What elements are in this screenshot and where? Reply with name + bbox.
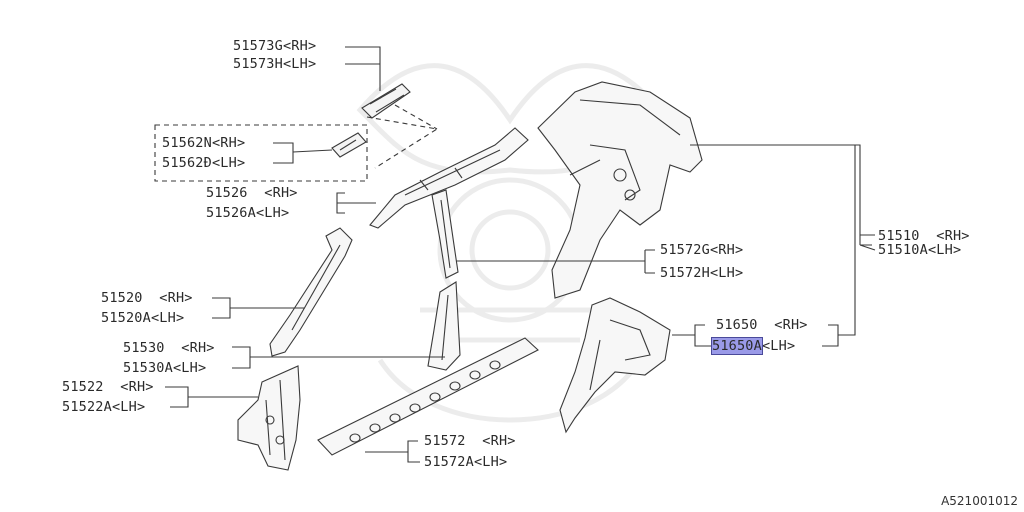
- part-51562-clip: [331, 132, 367, 158]
- highlighted-part-51650a[interactable]: 51650A: [711, 337, 763, 355]
- part-51530-pillar: [427, 281, 461, 371]
- label-51526a: 51526A<LH>: [206, 205, 290, 221]
- label-51522a: 51522A<LH>: [62, 399, 146, 415]
- label-51520: 51520 <RH>: [101, 290, 193, 306]
- label-51572: 51572 <RH>: [424, 433, 516, 449]
- dashed-guide: [366, 104, 439, 169]
- label-51572h: 51572H<LH>: [660, 265, 744, 281]
- leader-lines: [165, 46, 876, 463]
- dashed-group-box: [154, 124, 368, 182]
- label-51522: 51522 <RH>: [62, 379, 154, 395]
- label-51573h: 51573H<LH>: [233, 56, 317, 72]
- label-51650a[interactable]: 51650A<LH>: [711, 337, 796, 355]
- label-51572g: 51572G<RH>: [660, 242, 744, 258]
- part-51510-quarter: [537, 81, 703, 299]
- label-51573g: 51573G<RH>: [233, 38, 317, 54]
- label-51530: 51530 <RH>: [123, 340, 215, 356]
- figure-code: A521001012: [941, 494, 1018, 508]
- part-51526-rail: [369, 127, 529, 229]
- part-51650-wheelhouse: [559, 297, 671, 434]
- label-51650a-side: <LH>: [761, 338, 796, 354]
- label-51562n: 51562N<RH>: [162, 135, 246, 151]
- part-51520-pillar: [269, 227, 353, 357]
- label-51650: 51650 <RH>: [716, 317, 808, 333]
- part-51572-sill: [317, 337, 539, 456]
- part-51573-clip: [361, 83, 411, 119]
- part-51572g-pillar: [431, 189, 459, 279]
- part-51522-pillar: [237, 365, 301, 471]
- label-51572a: 51572A<LH>: [424, 454, 508, 470]
- label-51526: 51526 <RH>: [206, 185, 298, 201]
- label-51530a: 51530A<LH>: [123, 360, 207, 376]
- label-51510: 51510 <RH>: [878, 228, 970, 244]
- label-51562o: 51562Ð<LH>: [162, 155, 246, 171]
- label-51510a: 51510A<LH>: [878, 242, 962, 258]
- label-51520a: 51520A<LH>: [101, 310, 185, 326]
